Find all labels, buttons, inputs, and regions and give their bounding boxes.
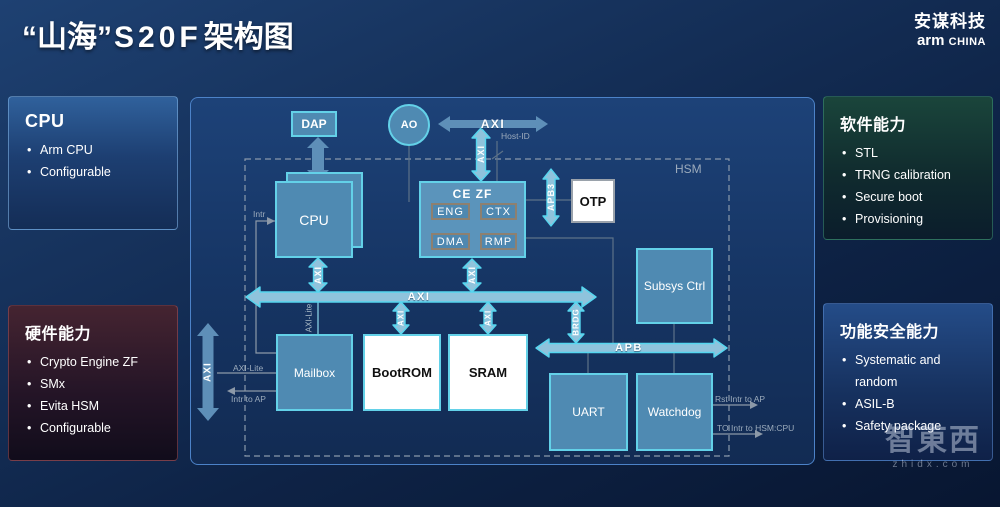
brand-name-cn: 安谋科技 [914,12,986,31]
panel-software: 软件能力 STL TRNG calibration Secure boot Pr… [823,96,993,240]
block-sram: SRAM [448,334,528,411]
list-item: Configurable [25,418,167,440]
apb-label: APB [615,342,643,354]
panel-cpu-title: CPU [25,111,65,131]
block-rmp: RMP [480,233,517,250]
intr-to-ap-label: Intr to AP [231,394,266,404]
panel-software-list: STL TRNG calibration Secure boot Provisi… [840,143,982,231]
axi-left-label: AXI [202,362,214,382]
panel-safety: 功能安全能力 Systematic and random ASIL-B Safe… [823,303,993,461]
watermark-url: zhidx.com [892,459,974,470]
dap-cpu-arrow [307,137,329,181]
panel-cpu-list: Arm CPU Configurable [25,140,167,184]
list-item: Systematic and random [840,350,982,394]
watermark-zhidx: 智東西 zhidx.com [866,424,1000,470]
signal-lines [217,220,757,435]
intr-label: Intr [253,209,266,219]
brdg-label: BRDG [571,308,581,336]
to-intr-to-hsm-cpu-label: TO Intr to HSM:CPU [717,423,795,433]
cyan-arrows [245,127,728,358]
apb3-label: APB3 [546,182,556,212]
block-cpu: CPU [275,181,353,258]
brand-name-en: arm CHINA [916,31,986,49]
brdg-arrow [567,301,585,344]
panel-hardware: 硬件能力 Crypto Engine ZF SMx Evita HSM Conf… [8,305,178,461]
axi-cezf-top-label: AXI [476,144,486,164]
list-item: Evita HSM [25,396,167,418]
list-item: STL [840,143,982,165]
axi-sram-label: AXI [483,309,493,327]
block-ctx: CTX [480,203,517,220]
axi-cezf-bus-arrow [462,258,482,293]
list-item: Crypto Engine ZF [25,352,167,374]
block-watchdog: Watchdog [636,373,713,451]
diagram-connectors [197,116,763,457]
apb3-arrow [542,168,560,227]
panel-safety-title: 功能安全能力 [840,324,940,341]
axi-main-label: AXI [407,291,431,303]
axi-lite-vertical-label: AXI-Lite [304,303,314,333]
block-dap: DAP [291,111,337,137]
panel-cpu: CPU Arm CPU Configurable [8,96,178,230]
page-title-suffix: 架构图 [203,21,294,54]
signal-arrowheads [227,217,763,438]
list-item: Provisioning [840,209,982,231]
axi-bootrom-label: AXI [396,309,406,327]
list-item: TRNG calibration [840,165,982,187]
axi-left-bus [197,323,219,421]
panel-software-title: 软件能力 [840,117,907,134]
list-item: Configurable [25,162,167,184]
list-item: ASIL-B [840,394,982,416]
block-dma: DMA [431,233,470,250]
watermark-logo-text: 智東西 [885,424,981,457]
block-otp: OTP [571,179,615,223]
rst-intr-to-ap-label: Rst Intr to AP [715,394,766,404]
list-item: Arm CPU [25,140,167,162]
block-subsys-ctrl: Subsys Ctrl [636,248,713,324]
block-uart: UART [549,373,628,451]
panel-safety-list: Systematic and random ASIL-B Safety pack… [840,350,982,438]
block-eng: ENG [431,203,470,220]
page-title-prefix: “山海” [22,21,112,54]
apb-bus [535,338,728,358]
block-ao: AO [388,104,430,146]
axi-cezf-label: AXI [467,265,477,285]
panel-hardware-list: Crypto Engine ZF SMx Evita HSM Configura… [25,352,167,440]
axi-cpu-arrow [308,257,328,293]
list-item: Secure boot [840,187,982,209]
block-mailbox: Mailbox [276,334,353,411]
steel-arrows [197,116,548,421]
thin-connectors [408,141,675,373]
architecture-diagram: DAP AO CPU CE ZF ENG CTX DMA RMP OTP Sub… [190,97,815,465]
hsm-region-label: HSM [675,162,702,176]
brand-logo: 安谋科技 arm CHINA [914,12,986,49]
page-title: “山海”S20F架构图 [22,12,294,56]
axi-top-bus [438,116,548,132]
list-item: SMx [25,374,167,396]
axi-lite-horizontal-label: AXI-Lite [233,363,264,373]
list-item: Safety package [840,416,982,438]
axi-cpu-label: AXI [313,265,323,285]
panel-hardware-title: 硬件能力 [25,326,92,343]
block-ce-zf-title: CE ZF [452,187,493,201]
axi-top-label: AXI [480,117,506,131]
block-bootrom: BootROM [363,334,441,411]
hsm-boundary [244,158,730,457]
block-ce-zf: CE ZF ENG CTX DMA RMP [419,181,526,258]
page-title-model: S20F [114,21,202,54]
host-id-label: Host-ID [501,131,530,141]
axi-main-bus [245,286,597,308]
